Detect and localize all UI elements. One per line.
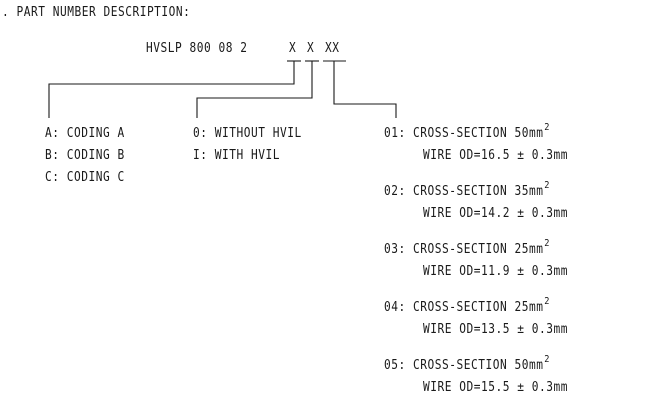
- option-text: CODING C: [66, 170, 125, 185]
- cross-section-option-01-od: WIRE OD=16.5 ± 0.3mm: [423, 148, 568, 163]
- superscript: 2: [544, 354, 551, 365]
- part-number-prefix: HVSLP 800 08 2: [146, 41, 248, 56]
- cross-section-option-03: 03: CROSS-SECTION 25mm2: [384, 238, 550, 258]
- hvil-option-0: 0: WITHOUT HVIL: [193, 126, 302, 142]
- cross-section-option-01: 01: CROSS-SECTION 50mm2: [384, 122, 550, 142]
- cross-section-option-02: 02: CROSS-SECTION 35mm2: [384, 180, 550, 200]
- cross-section-option-04-od: WIRE OD=13.5 ± 0.3mm: [423, 322, 568, 337]
- option-text: WITH HVIL: [214, 148, 280, 163]
- option-code: 01:: [384, 126, 406, 141]
- option-line1: CROSS-SECTION 50mm: [412, 126, 544, 141]
- cross-section-option-03-od: WIRE OD=11.9 ± 0.3mm: [423, 264, 568, 279]
- option-line1: CROSS-SECTION 25mm: [412, 300, 544, 315]
- option-code: B:: [45, 148, 60, 163]
- superscript: 2: [544, 238, 551, 249]
- superscript: 2: [544, 122, 551, 133]
- part-number-field-hvil: X: [307, 41, 315, 56]
- cross-section-option-05-od: WIRE OD=15.5 ± 0.3mm: [423, 380, 568, 395]
- option-line1: CROSS-SECTION 25mm: [412, 242, 544, 257]
- coding-option-a: A: CODING A: [45, 126, 125, 142]
- hvil-option-1: I: WITH HVIL: [193, 148, 280, 164]
- coding-option-c: C: CODING C: [45, 170, 125, 186]
- option-code: I:: [193, 148, 208, 163]
- cross-section-option-05: 05: CROSS-SECTION 50mm2: [384, 354, 550, 374]
- option-text: CODING B: [66, 148, 125, 163]
- section-heading: . PART NUMBER DESCRIPTION:: [2, 5, 191, 20]
- coding-option-b: B: CODING B: [45, 148, 125, 164]
- leader-hvil: [196, 61, 313, 118]
- option-code: 0:: [193, 126, 208, 141]
- cross-section-option-02-od: WIRE OD=14.2 ± 0.3mm: [423, 206, 568, 221]
- option-code: 04:: [384, 300, 406, 315]
- option-code: A:: [45, 126, 60, 141]
- cross-section-option-04: 04: CROSS-SECTION 25mm2: [384, 296, 550, 316]
- option-line1: CROSS-SECTION 50mm: [412, 358, 544, 373]
- option-code: 05:: [384, 358, 406, 373]
- option-line1: CROSS-SECTION 35mm: [412, 184, 544, 199]
- leader-cross-section: [333, 61, 397, 118]
- option-text: CODING A: [66, 126, 125, 141]
- option-code: C:: [45, 170, 60, 185]
- superscript: 2: [544, 180, 551, 191]
- superscript: 2: [544, 296, 551, 307]
- option-code: 03:: [384, 242, 406, 257]
- option-text: WITHOUT HVIL: [214, 126, 302, 141]
- part-number-field-cross-section: XX: [325, 41, 340, 56]
- option-code: 02:: [384, 184, 406, 199]
- leader-coding: [48, 61, 295, 118]
- part-number-field-coding: X: [289, 41, 297, 56]
